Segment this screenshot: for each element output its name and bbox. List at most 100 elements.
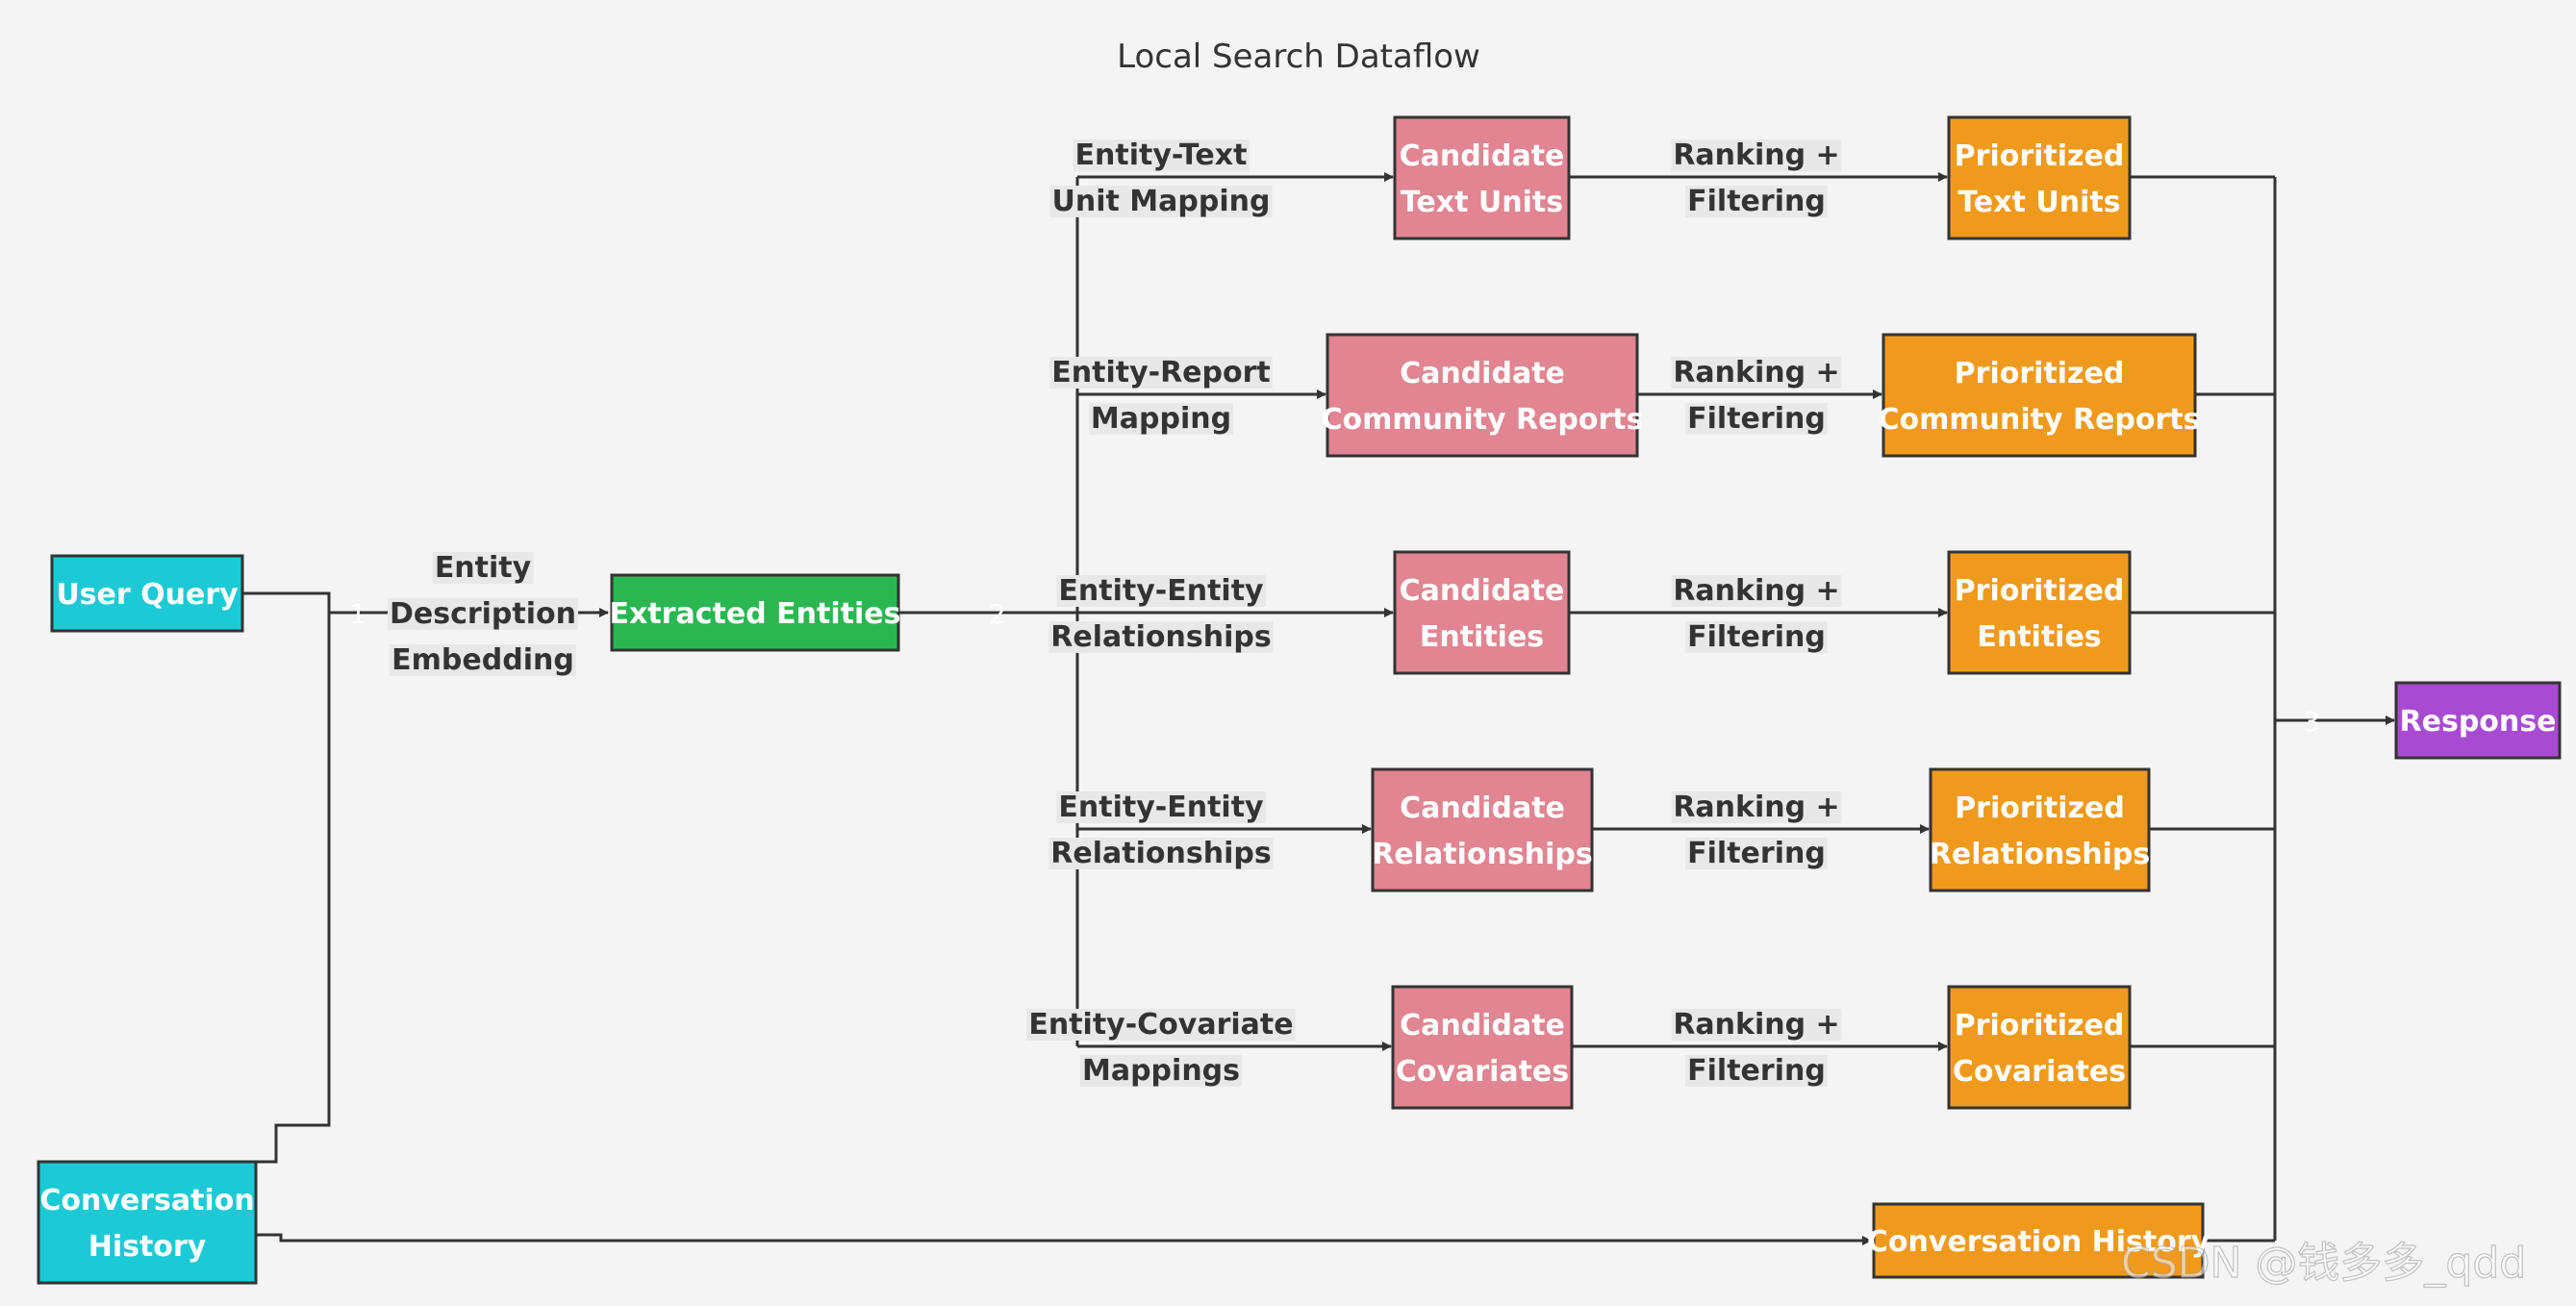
edges-layer (242, 172, 2395, 1245)
node-label: Conversation (39, 1184, 254, 1218)
node-box (1947, 115, 2132, 240)
edge-label-line: Filtering (1687, 620, 1826, 654)
node-box (610, 573, 900, 652)
node-response: Response (2394, 681, 2562, 760)
edge-label-background (390, 644, 576, 676)
edge-label-background (1056, 575, 1267, 607)
edge-label-line: Entity-Text (1075, 138, 1248, 172)
edge-label-background (1685, 621, 1828, 653)
edge-label-line: Mappings (1082, 1054, 1240, 1088)
edge-label-line: Description (390, 597, 576, 631)
edge-conversation-history-to-output (256, 1233, 1872, 1245)
diagram-title: Local Search Dataflow (1117, 38, 1480, 76)
edge-label-background (1671, 1009, 1842, 1041)
edge-label-line: Ranking + (1673, 356, 1839, 389)
node-box (37, 1160, 258, 1285)
edge-label-line: Entity-Entity (1058, 574, 1264, 608)
edge-label-line: Unit Mapping (1052, 185, 1271, 218)
edge-label-line: Filtering (1687, 837, 1826, 870)
node-label: Prioritized (1955, 574, 2125, 608)
edge-label-background (1088, 403, 1234, 435)
edge-label-line: Embedding (391, 643, 574, 677)
edge-label-background (1048, 838, 1274, 869)
node-label: User Query (56, 578, 239, 612)
node-label: Prioritized (1955, 357, 2125, 390)
edge-label-background (1056, 791, 1267, 823)
node-label: Candidate (1400, 1009, 1565, 1042)
edge-label-background (1671, 139, 1842, 171)
edge-label-line: Relationships (1050, 837, 1271, 870)
node-box (1371, 767, 1594, 892)
edge-conversation-history-to-merge (256, 613, 331, 1164)
edge-label-background (1671, 357, 1842, 389)
edge-label-background (1685, 1055, 1828, 1087)
node-label: Community Reports (1878, 403, 2200, 437)
node-box (1881, 333, 2197, 458)
edge-label-line: Entity-Covariate (1028, 1008, 1293, 1042)
node-label: Entities (1977, 620, 2101, 654)
edge-label-background (1685, 838, 1828, 869)
edge-label-background (1079, 1055, 1243, 1087)
edge-label-line: Ranking + (1673, 138, 1839, 172)
node-box (2394, 681, 2562, 760)
edge-label-ranking-filtering-text-units: Ranking + Filtering (1671, 138, 1842, 218)
edge-label-line: Ranking + (1673, 791, 1839, 824)
node-box (1929, 767, 2151, 892)
edge-label-line: Entity-Report (1051, 356, 1271, 389)
edge-label-line: Relationships (1050, 620, 1271, 654)
edge-label-line: Filtering (1687, 1054, 1826, 1088)
node-label: Prioritized (1955, 139, 2125, 173)
step-marker-2: 2 (989, 598, 1006, 630)
edge-label-background (1671, 791, 1842, 823)
edge-label-background (1048, 621, 1274, 653)
edge-label-background (1685, 403, 1828, 435)
edge-label-background (387, 598, 579, 630)
edge-label-ranking-filtering-entities: Ranking + Filtering (1671, 574, 1842, 654)
edge-labels-layer: EntityDescriptionEmbeddingEntity-TextUni… (387, 138, 1842, 1088)
csdn-watermark: CSDN @钱多多_qdd (2121, 1239, 2526, 1288)
node-label: History (88, 1230, 207, 1264)
node-box (1872, 1202, 2205, 1279)
edge-label-background (1049, 186, 1273, 217)
node-label: Candidate (1400, 357, 1565, 390)
node-conversation-history-output: Conversation History (1867, 1202, 2210, 1279)
step-marker-1: 1 (349, 598, 366, 630)
edge-label-line: Ranking + (1673, 574, 1839, 608)
edge-label-line: Filtering (1687, 402, 1826, 436)
edge-label-line: Ranking + (1673, 1008, 1839, 1042)
node-label: Relationships (1372, 838, 1592, 871)
edge-label-background (1685, 186, 1828, 217)
edge-label-line: Entity-Entity (1058, 791, 1264, 824)
edge-label-background (1671, 575, 1842, 607)
node-label: Covariates (1953, 1055, 2126, 1089)
edge-label-background (1026, 1009, 1296, 1041)
node-box (50, 554, 244, 633)
node-label: Prioritized (1955, 1009, 2125, 1042)
node-extracted-entities: Extracted Entities (610, 573, 901, 652)
node-box (1393, 550, 1571, 675)
node-box (1393, 115, 1571, 240)
edge-label-ranking-filtering-covariates: Ranking + Filtering (1671, 1008, 1842, 1088)
node-box (1947, 985, 2132, 1110)
edge-label-line: Filtering (1687, 185, 1826, 218)
node-box (1326, 333, 1639, 458)
node-label: Entities (1420, 620, 1544, 654)
node-user-query: User Query (50, 554, 244, 633)
step-markers: 1 2 3 (349, 598, 2320, 738)
node-label: Extracted Entities (610, 597, 901, 631)
